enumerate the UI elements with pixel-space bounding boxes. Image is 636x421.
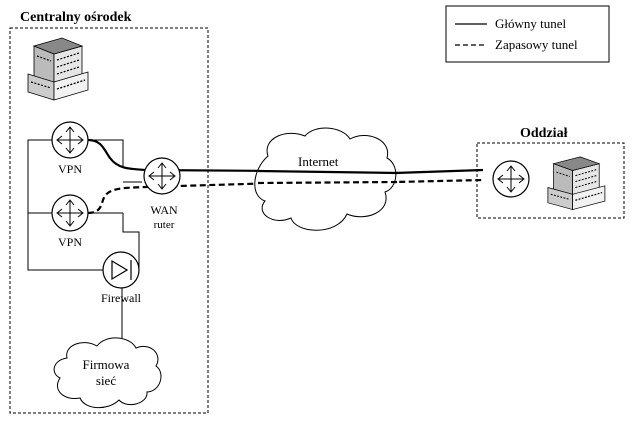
firewall-label: Firewall — [101, 291, 142, 305]
central-site-frame — [9, 27, 209, 414]
branch-building-icon — [547, 156, 606, 211]
backup-tunnel — [87, 178, 484, 215]
branch-title: Oddział — [520, 126, 568, 141]
company-network-cloud-icon — [53, 337, 162, 409]
internet-label: Internet — [298, 154, 339, 169]
internet-cloud-icon — [254, 127, 397, 231]
branch-router-icon — [492, 160, 530, 198]
vpn-top-label: VPN — [58, 162, 82, 176]
firewall-icon — [102, 251, 140, 289]
vpn-router-bottom-icon — [51, 194, 89, 232]
company-network-label-1: Firmowa — [83, 357, 130, 372]
wan-router-label-1: WAN — [150, 203, 178, 217]
wan-router-icon — [143, 157, 181, 195]
legend-backup-label: Zapasowy tunel — [495, 37, 578, 52]
vpn-bottom-label: VPN — [58, 235, 82, 249]
legend-box — [445, 5, 610, 63]
company-network-label-2: sieć — [96, 373, 116, 388]
wan-router-label-2: ruter — [154, 219, 175, 231]
vpn-router-top-icon — [51, 121, 89, 159]
central-building-icon — [27, 37, 89, 101]
legend-main-label: Główny tunel — [495, 16, 567, 31]
central-site-title: Centralny ośrodek — [20, 10, 132, 25]
internal-links — [27, 139, 142, 338]
